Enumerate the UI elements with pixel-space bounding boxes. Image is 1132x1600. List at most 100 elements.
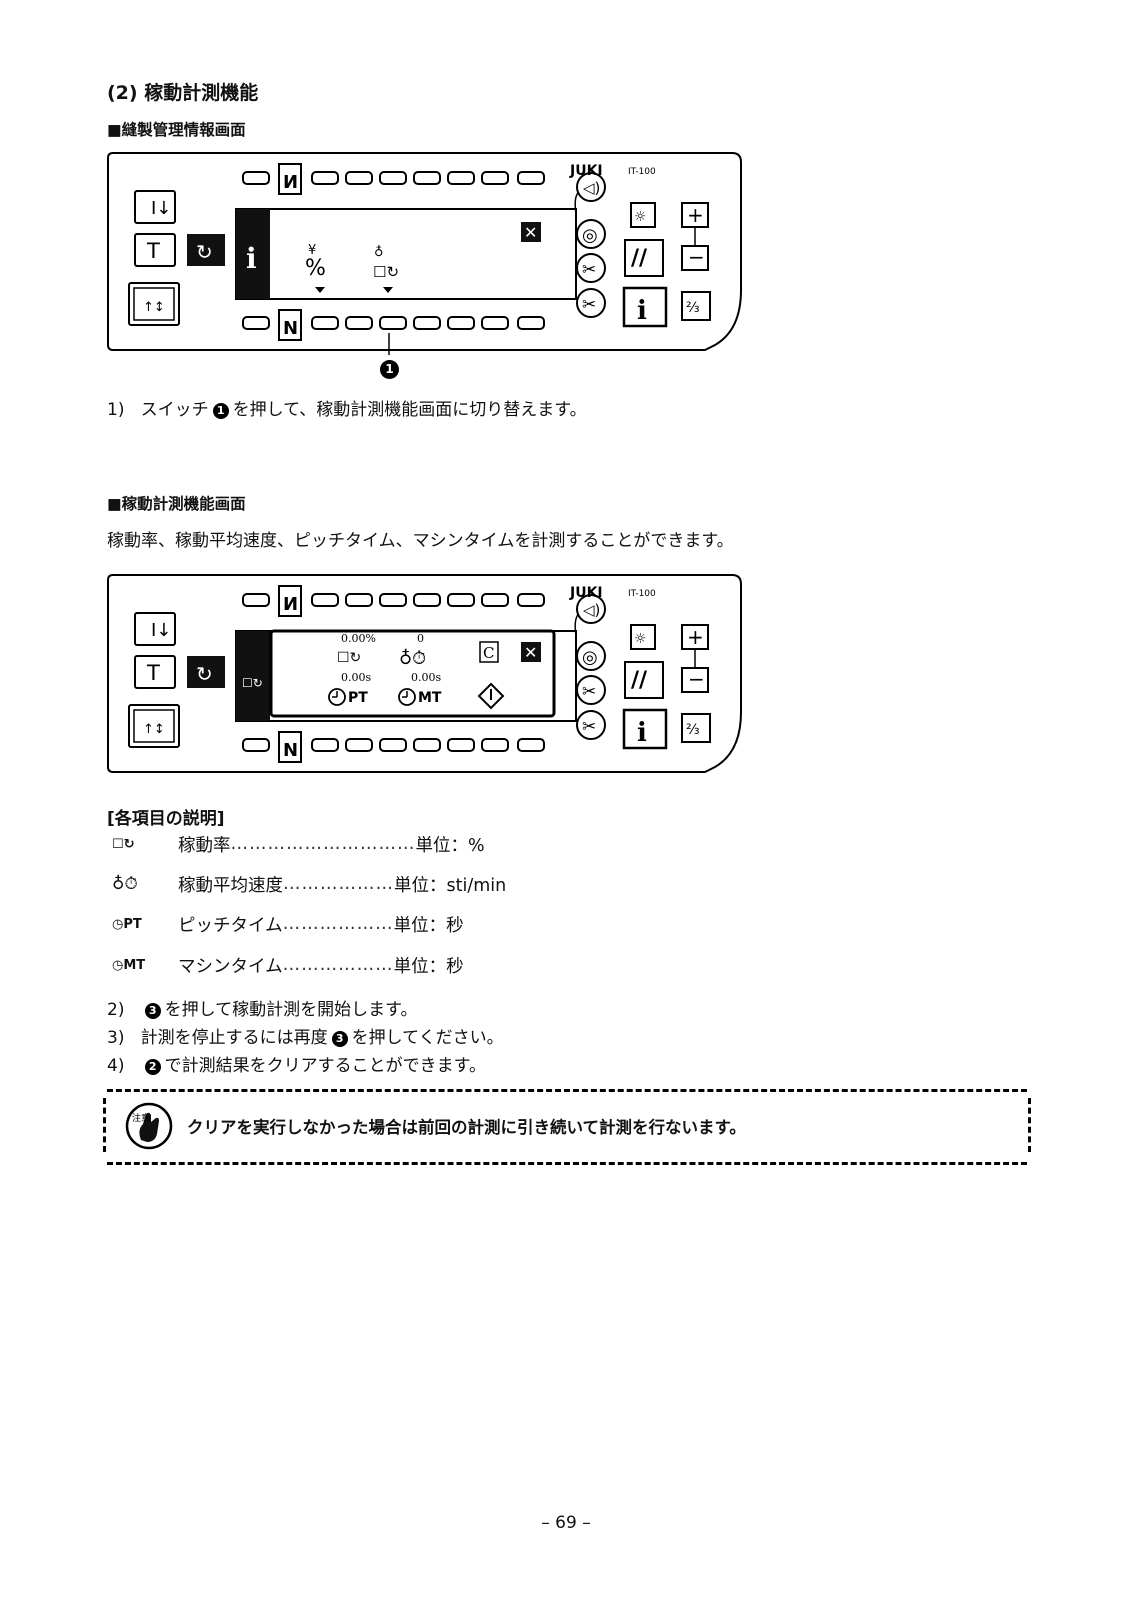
model-name: IT-100 <box>628 589 656 599</box>
top-softkey[interactable] <box>242 593 270 607</box>
mode-switch-key[interactable] <box>187 656 225 688</box>
top-softkey[interactable] <box>311 593 339 607</box>
bottom-softkey[interactable] <box>345 316 373 330</box>
button-badge: 3 <box>144 1003 161 1019</box>
ready-key[interactable] <box>134 612 176 646</box>
minus-icon: − <box>688 245 705 269</box>
top-softkey[interactable] <box>517 171 545 185</box>
counter-key[interactable] <box>681 291 711 321</box>
top-softkey[interactable] <box>481 593 509 607</box>
legend-heading: [各項目の説明] <box>107 809 225 829</box>
right-round-keys: ◁) ◎ ✂ ✂ <box>574 172 606 318</box>
switch-1-key[interactable] <box>379 316 407 330</box>
top-softkey[interactable] <box>413 593 441 607</box>
top-softkey[interactable] <box>413 171 441 185</box>
scissors-off-icon: ✂ <box>582 717 596 737</box>
bartack-start-key[interactable] <box>278 585 302 617</box>
step-prefix: 1) <box>107 400 125 420</box>
thread-trim-off-key[interactable] <box>576 288 606 318</box>
bottom-softkey[interactable] <box>345 738 373 752</box>
lcd-screen <box>235 208 577 300</box>
presser-key[interactable] <box>128 704 180 748</box>
clear-label: C <box>483 644 494 662</box>
step-prefix: 2) <box>107 1000 125 1020</box>
bottom-softkey[interactable] <box>242 316 270 330</box>
thread-trim-key[interactable] <box>576 253 606 283</box>
legend-name: 稼動平均速度 <box>178 875 283 896</box>
sound-icon: ◁) <box>583 601 600 619</box>
light-key[interactable] <box>630 202 656 228</box>
information-key[interactable] <box>622 286 668 328</box>
top-softkey[interactable] <box>345 171 373 185</box>
caution-box: 注意 クリアを実行しなかった場合は前回の計測に引き続いて計測を行ないます。 <box>103 1089 1031 1165</box>
thread-key[interactable] <box>134 655 176 689</box>
thread-trim-key[interactable] <box>576 675 606 705</box>
ready-key[interactable] <box>134 190 176 224</box>
sound-key[interactable] <box>576 172 606 202</box>
legend-row: ◷MT マシンタイム ……………… 単位：秒 <box>112 950 464 980</box>
legend-leader: ……………… <box>282 955 394 975</box>
presser-icon: ↑↕ <box>143 300 165 315</box>
minus-key[interactable] <box>681 245 709 271</box>
top-softkey[interactable] <box>379 171 407 185</box>
bottom-softkey[interactable] <box>311 316 339 330</box>
thread-trim-off-key[interactable] <box>576 710 606 740</box>
close-button[interactable] <box>521 642 541 662</box>
bottom-softkey[interactable] <box>447 738 475 752</box>
top-softkey[interactable] <box>311 171 339 185</box>
top-softkey[interactable] <box>345 593 373 607</box>
n-reverse-icon: И <box>283 594 298 615</box>
close-icon: ✕ <box>524 223 537 242</box>
bottom-softkey[interactable] <box>311 738 339 752</box>
bartack-end-key[interactable] <box>278 309 302 341</box>
bottom-softkey[interactable] <box>517 738 545 752</box>
bottom-softkey[interactable] <box>413 316 441 330</box>
legend-row: ◷PT ピッチタイム ……………… 単位：秒 <box>112 909 464 939</box>
top-softkey[interactable] <box>447 593 475 607</box>
light-key[interactable] <box>630 624 656 650</box>
lcd-sidebar <box>236 209 270 299</box>
wiper-key[interactable] <box>576 219 606 249</box>
mode-switch-key[interactable] <box>187 234 225 266</box>
top-softkey[interactable] <box>242 171 270 185</box>
info-icon: i <box>637 296 647 326</box>
legend-leader: ……………… <box>282 914 394 934</box>
lcd-sidebar <box>236 631 270 721</box>
top-softkey[interactable] <box>517 593 545 607</box>
clear-button[interactable] <box>479 641 499 663</box>
counter-key[interactable] <box>681 713 711 743</box>
minus-icon: − <box>688 667 705 691</box>
information-key[interactable] <box>622 708 668 750</box>
bottom-softkey[interactable] <box>413 738 441 752</box>
bottom-softkey-row <box>311 316 545 330</box>
button-badge: 2 <box>144 1059 161 1075</box>
top-softkey[interactable] <box>481 171 509 185</box>
sound-key[interactable] <box>576 594 606 624</box>
panel-frame <box>107 574 742 773</box>
caution-text: クリアを実行しなかった場合は前回の計測に引き続いて計測を行ないます。 <box>187 1118 746 1137</box>
bottom-softkey[interactable] <box>447 316 475 330</box>
dropdown-arrow-icon <box>383 287 393 293</box>
close-button[interactable] <box>521 222 541 242</box>
thread-key[interactable] <box>134 233 176 267</box>
scissors-icon: ✂ <box>582 682 596 702</box>
sewing-management-icon[interactable]: % <box>305 256 326 281</box>
wiper-key[interactable] <box>576 641 606 671</box>
bottom-softkey[interactable] <box>481 316 509 330</box>
bottom-softkey[interactable] <box>242 738 270 752</box>
bottom-softkey[interactable] <box>481 738 509 752</box>
minus-key[interactable] <box>681 667 709 693</box>
t-key-icon: T <box>146 661 160 685</box>
bottom-softkey[interactable] <box>379 738 407 752</box>
plus-key[interactable] <box>681 202 709 228</box>
operation-measure-icon[interactable]: ☐↻ <box>373 263 399 281</box>
bottom-softkey[interactable] <box>517 316 545 330</box>
bartack-start-key[interactable] <box>278 163 302 195</box>
reset-key[interactable] <box>624 239 664 277</box>
top-softkey[interactable] <box>447 171 475 185</box>
reset-key[interactable] <box>624 661 664 699</box>
bartack-end-key[interactable] <box>278 731 302 763</box>
top-softkey[interactable] <box>379 593 407 607</box>
presser-key[interactable] <box>128 282 180 326</box>
pt-label: PT <box>123 916 142 932</box>
